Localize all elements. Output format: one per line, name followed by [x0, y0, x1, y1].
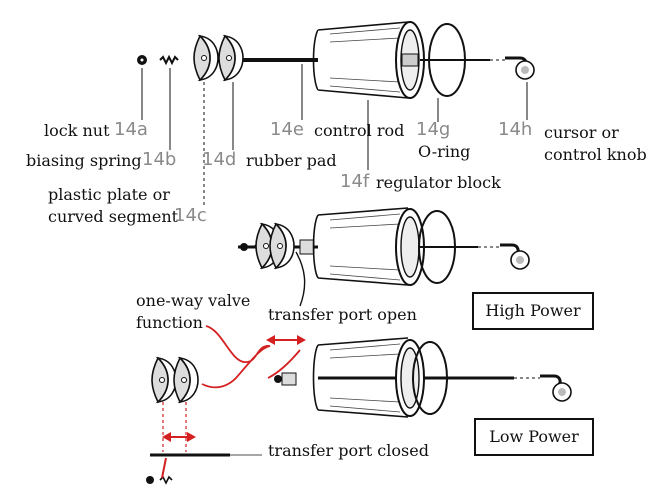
code-14a: 14a — [114, 119, 148, 140]
label-plastic-plate-line1: plastic plate or — [48, 185, 170, 204]
high-power-badge: High Power — [472, 292, 594, 330]
rubber-pad-part — [218, 35, 244, 81]
code-14c: 14c — [174, 205, 207, 226]
label-o-ring: O-ring — [418, 142, 471, 161]
low-power-badge: Low Power — [474, 418, 594, 456]
label-one-way-line1: one-way valve — [136, 291, 251, 310]
red-motion-arrows — [162, 325, 306, 442]
code-14b: 14b — [142, 149, 177, 170]
code-14g: 14g — [416, 119, 451, 140]
label-control-rod: control rod — [314, 121, 405, 140]
code-14d: 14d — [202, 149, 237, 170]
plastic-plate-part — [193, 35, 219, 81]
label-plastic-plate-line2: curved segment — [48, 207, 179, 226]
code-14f: 14f — [340, 171, 370, 192]
code-14h: 14h — [498, 119, 533, 140]
cursor-knob-part — [505, 56, 535, 80]
label-transfer-port-closed: transfer port closed — [268, 441, 429, 460]
label-rubber-pad: rubber pad — [246, 151, 337, 170]
label-biasing-spring: biasing spring — [26, 151, 142, 170]
regulator-block-part — [312, 21, 425, 99]
biasing-spring-part — [159, 54, 179, 66]
label-cursor-line2: control knob — [544, 145, 647, 164]
high-power-assembly — [238, 207, 530, 307]
code-14e: 14e — [270, 119, 304, 140]
label-regulator-block: regulator block — [376, 173, 501, 192]
exploded-assembly — [137, 21, 535, 206]
valve-detail-inset — [146, 357, 262, 485]
label-transfer-port-open: transfer port open — [268, 305, 417, 324]
label-one-way-line2: function — [136, 313, 203, 332]
port-open-pointer — [295, 251, 306, 307]
low-power-assembly — [274, 337, 572, 418]
label-cursor-line1: cursor or — [544, 123, 619, 142]
label-lock-nut: lock nut — [44, 121, 110, 140]
